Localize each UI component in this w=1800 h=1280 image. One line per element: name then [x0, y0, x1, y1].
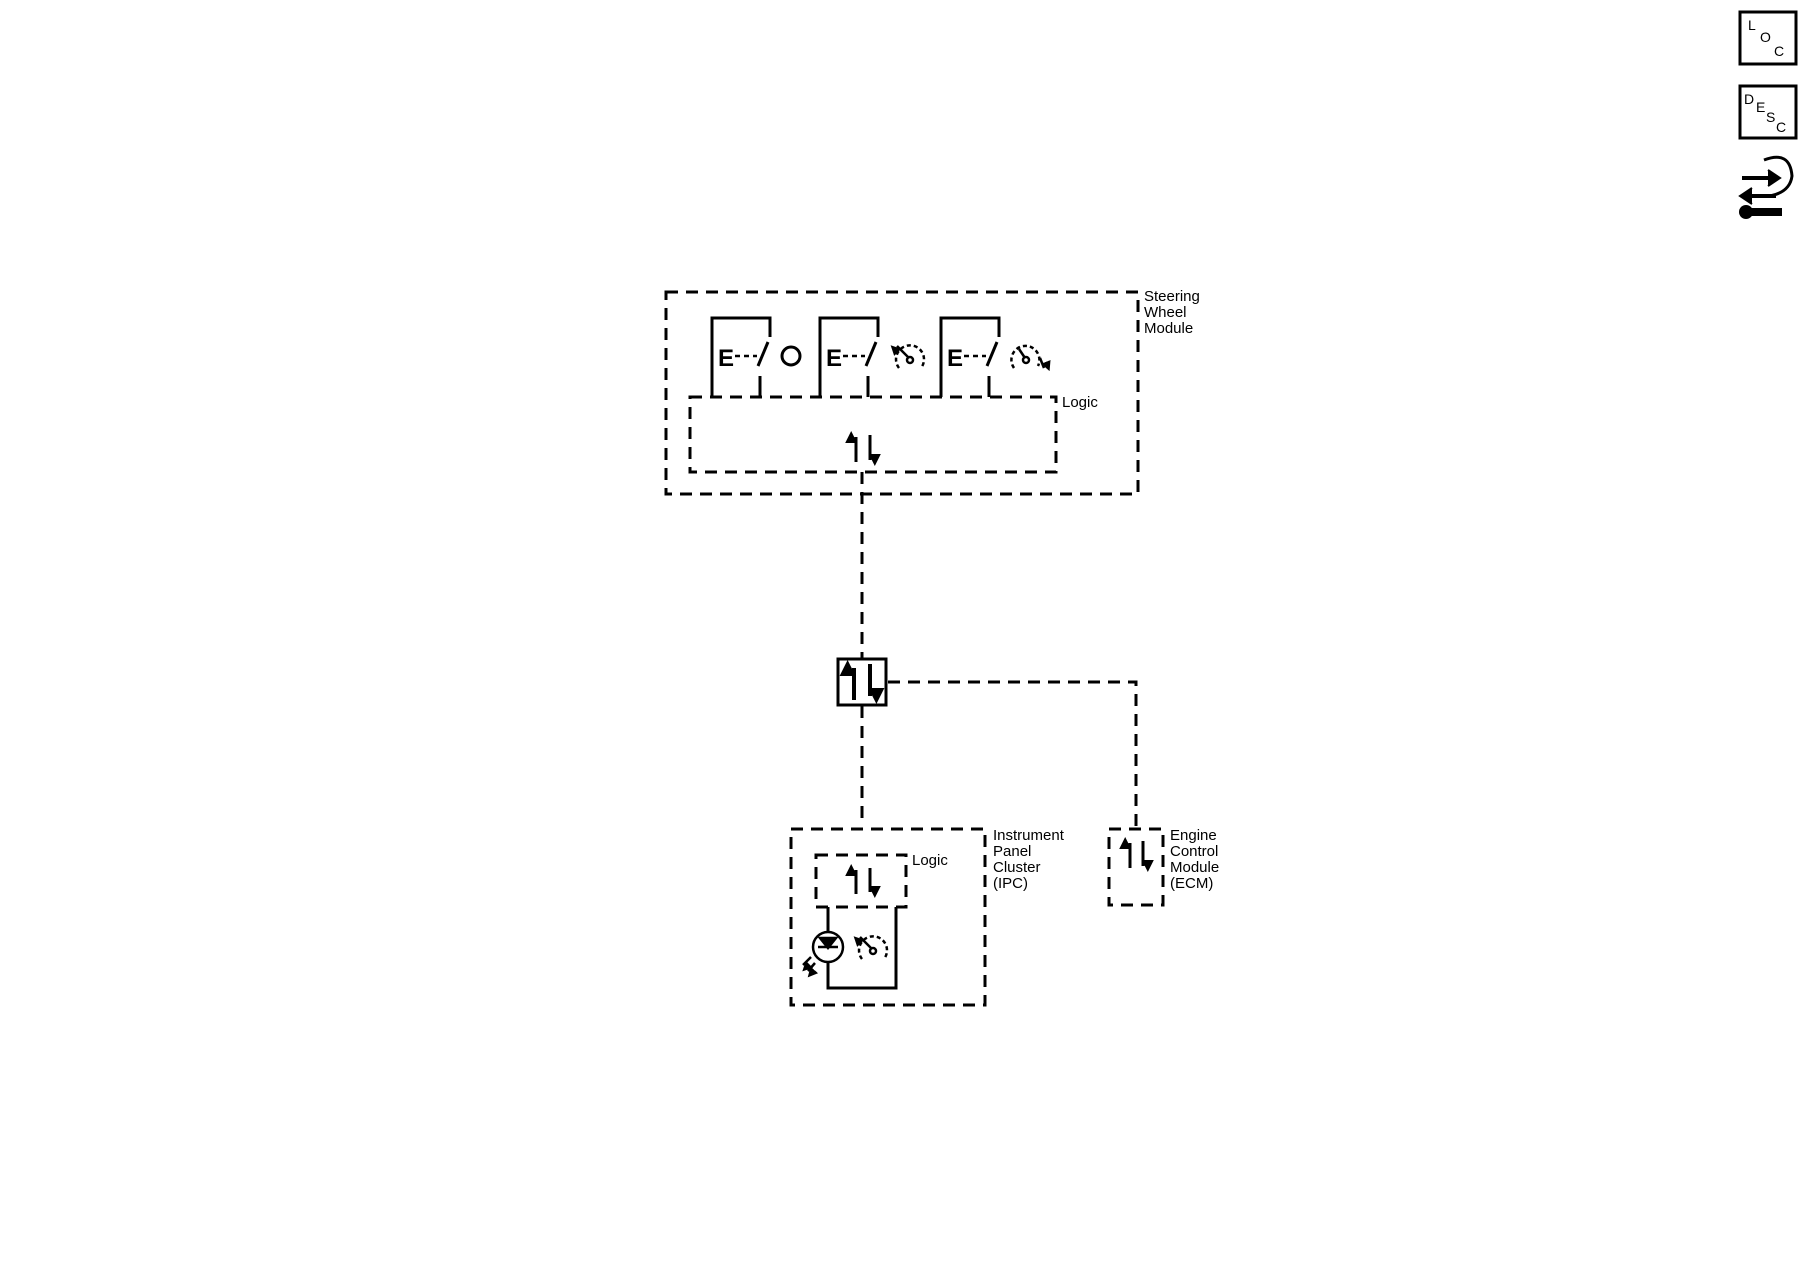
speedometer-icon [853, 935, 889, 960]
svg-text:E: E [826, 345, 842, 372]
ecm-label-4: (ECM) [1170, 875, 1213, 892]
swm-logic-box [688, 395, 1058, 474]
wrench-arrows-icon[interactable] [1738, 155, 1794, 219]
svg-text:C: C [1774, 43, 1784, 59]
ecm-label-1: Engine [1170, 827, 1217, 844]
desc-icon[interactable]: D E S C [1738, 84, 1798, 140]
swm-switch-2: E [818, 316, 926, 397]
ipc-label-3: Cluster [993, 859, 1041, 876]
ipc-label-2: Panel [993, 843, 1031, 860]
speedometer-icon [890, 344, 926, 369]
ipc-logic-arrows-icon [845, 864, 881, 898]
ecm-label-3: Module [1170, 859, 1219, 876]
ecm-arrows-icon [1119, 837, 1154, 872]
ipc-label-4: (IPC) [993, 875, 1028, 892]
serial-data-splice [836, 657, 888, 707]
engine-control-module: Engine Control Module (ECM) [1107, 827, 1219, 907]
steering-wheel-module-label-1: Steering [1144, 288, 1200, 305]
swm-logic-arrows-icon [845, 431, 881, 466]
swm-logic-label: Logic [1062, 394, 1098, 411]
instrument-panel-cluster: Instrument Panel Cluster (IPC) Logic [789, 827, 1065, 1007]
led-icon [802, 930, 845, 978]
svg-text:S: S [1766, 109, 1775, 125]
svg-text:L: L [1748, 17, 1756, 33]
svg-text:E: E [947, 345, 963, 372]
loc-icon[interactable]: L O C [1738, 10, 1798, 66]
svg-text:O: O [1760, 29, 1771, 45]
steering-wheel-module-label-2: Wheel [1144, 304, 1187, 321]
steering-wheel-module: Steering Wheel Module Logic E E [664, 288, 1200, 496]
steering-wheel-module-label-3: Module [1144, 320, 1193, 337]
ipc-logic-label: Logic [912, 852, 948, 869]
bidirectional-arrows-icon [839, 660, 885, 704]
ipc-label-1: Instrument [993, 827, 1065, 844]
swm-switch-3: E [939, 316, 1051, 397]
svg-text:E: E [718, 345, 734, 372]
svg-text:E: E [1756, 99, 1765, 115]
serial-data-lines [860, 472, 1138, 826]
speedometer-decrease-icon [1010, 344, 1051, 372]
ipc-logic-box [814, 853, 908, 909]
circle-icon [780, 345, 802, 367]
svg-text:D: D [1744, 91, 1754, 107]
ecm-label-2: Control [1170, 843, 1218, 860]
swm-switch-1: E [710, 316, 802, 397]
svg-text:C: C [1776, 119, 1786, 135]
